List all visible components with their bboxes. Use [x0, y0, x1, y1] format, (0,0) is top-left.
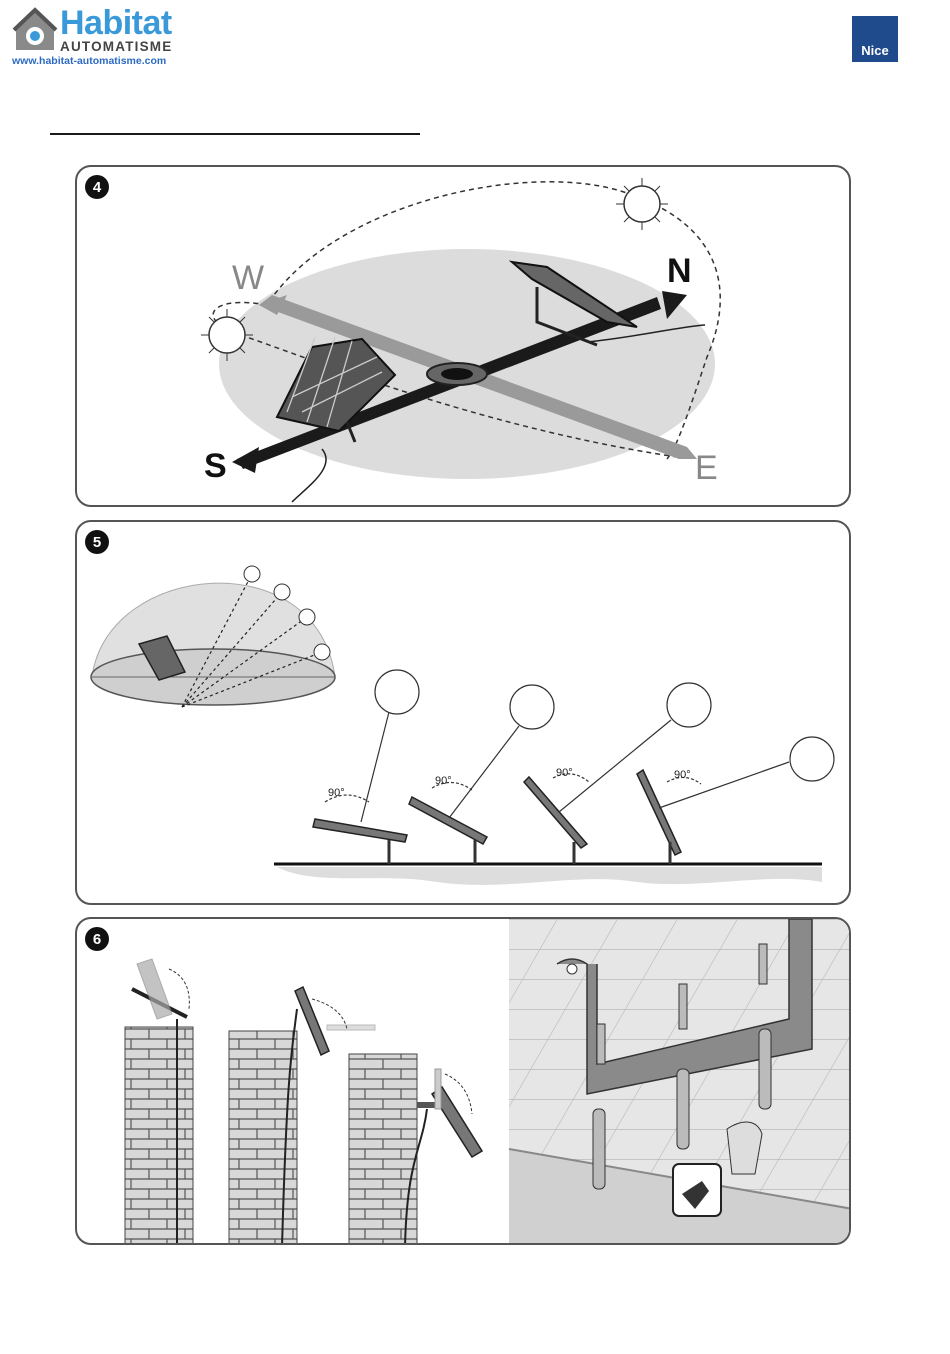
tilt-panel-4-icon: 90°: [637, 737, 834, 864]
house-logo-icon: [12, 6, 58, 56]
habitat-logo[interactable]: Habitat AUTOMATISME www.habitat-automati…: [12, 4, 192, 68]
figure-number-badge: 5: [85, 530, 109, 554]
angle-label: 90°: [556, 767, 573, 779]
mounting-diagram: [77, 919, 851, 1245]
bracket-anchor-detail-icon: [509, 919, 851, 1245]
figure-number-badge: 4: [85, 175, 109, 199]
angle-label: 90°: [674, 769, 691, 781]
wall-mount-bracket-icon: [349, 1054, 482, 1245]
east-label: E: [695, 449, 718, 487]
nice-brand-badge[interactable]: Nice: [852, 16, 898, 62]
logo-subtitle: AUTOMATISME: [60, 39, 172, 54]
logo-title: Habitat: [60, 4, 172, 43]
figure-4-panel: 4: [75, 165, 851, 507]
page-header: Habitat AUTOMATISME www.habitat-automati…: [0, 0, 950, 80]
tilt-angle-diagram: 90° 90° 90° 90°: [77, 522, 851, 905]
tilt-panel-2-icon: 90°: [409, 685, 554, 864]
nice-brand-label: Nice: [861, 43, 888, 58]
wall-mount-top-icon: [125, 959, 193, 1245]
orientation-diagram: W N S E: [77, 167, 851, 507]
figure-number-badge: 6: [85, 927, 109, 951]
west-label: W: [232, 259, 264, 297]
angle-label: 90°: [435, 775, 452, 787]
logo-url[interactable]: www.habitat-automatisme.com: [12, 55, 166, 67]
tilt-panel-1-icon: 90°: [313, 670, 419, 864]
north-label: N: [667, 252, 692, 290]
sun-north-icon: [616, 178, 668, 230]
figure-6-panel: 6: [75, 917, 851, 1245]
angle-label: 90°: [328, 787, 345, 799]
south-label: S: [204, 447, 227, 485]
section-rule: [50, 133, 420, 135]
figure-5-panel: 5 90° 90°: [75, 520, 851, 905]
